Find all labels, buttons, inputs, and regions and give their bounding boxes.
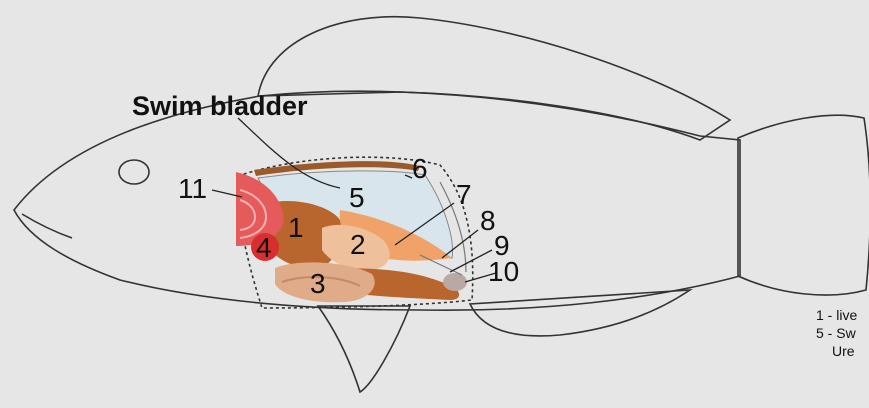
label-1: 1 xyxy=(288,212,304,243)
label-2: 2 xyxy=(350,229,366,260)
pelvic-fin xyxy=(318,306,410,392)
dorsal-fin xyxy=(258,17,730,140)
eye xyxy=(119,160,149,184)
mouth-line xyxy=(22,214,72,238)
legend-line-2: 5 - Sw xyxy=(816,325,857,341)
tail-fin xyxy=(738,115,869,295)
legend-line-3: Ure xyxy=(832,343,855,359)
leader-9 xyxy=(450,250,492,272)
label-4: 4 xyxy=(256,232,272,263)
swim-bladder-title: Swim bladder xyxy=(132,91,308,121)
organ-urinary-bladder xyxy=(443,273,467,291)
label-10: 10 xyxy=(488,256,519,287)
anal-fin xyxy=(470,290,690,336)
label-7: 7 xyxy=(456,179,472,210)
legend-line-1: 1 - live xyxy=(816,307,857,323)
label-3: 3 xyxy=(310,268,326,299)
label-6: 6 xyxy=(412,153,428,184)
label-5: 5 xyxy=(349,182,365,213)
label-11: 11 xyxy=(178,173,207,204)
